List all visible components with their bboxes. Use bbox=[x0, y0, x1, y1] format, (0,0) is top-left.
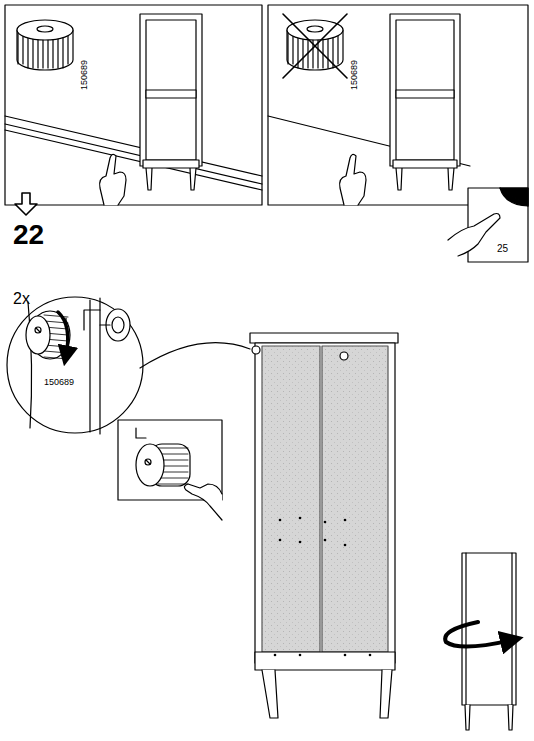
cabinet-front bbox=[390, 14, 460, 190]
page-reference-icon bbox=[448, 188, 528, 262]
page-number: 25 bbox=[497, 244, 508, 254]
hand bbox=[100, 154, 126, 205]
part-number: 150689 bbox=[80, 60, 89, 90]
wall-knob bbox=[17, 20, 73, 70]
part-number: 150689 bbox=[42, 377, 76, 388]
step-arrow bbox=[15, 193, 37, 215]
callout-detail bbox=[26, 298, 130, 434]
part-number: 150689 bbox=[350, 60, 359, 90]
panel-frame bbox=[5, 5, 262, 205]
cabinet-front bbox=[140, 14, 202, 190]
leader-line bbox=[140, 343, 250, 368]
quantity: 2x bbox=[13, 291, 30, 307]
hand bbox=[340, 154, 366, 205]
panel-frame bbox=[268, 5, 528, 205]
rotate-cabinet bbox=[445, 553, 516, 730]
step-number: 22 bbox=[13, 221, 44, 249]
inset-knob bbox=[136, 428, 222, 520]
cabinet-back bbox=[250, 333, 398, 718]
skirting-board bbox=[5, 116, 262, 190]
wrong-knob bbox=[283, 14, 347, 78]
detail-callout bbox=[7, 297, 143, 433]
